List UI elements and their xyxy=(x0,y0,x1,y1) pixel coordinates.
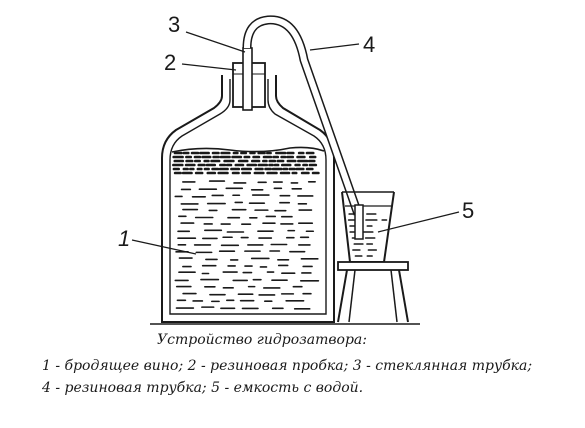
leader-5 xyxy=(377,211,460,233)
label-4: 4 xyxy=(363,32,375,57)
foam-surface xyxy=(171,146,325,153)
caption-line-2: 4 - резиновая трубка; 5 - емкость с водо… xyxy=(41,380,363,396)
label-3: 3 xyxy=(168,12,180,37)
leader-4 xyxy=(309,43,360,51)
leader-1 xyxy=(131,239,197,255)
stand xyxy=(337,261,409,323)
tube-end-in-water xyxy=(354,204,364,240)
leader-2 xyxy=(181,63,237,71)
leader-3 xyxy=(185,31,246,53)
bottle-outline xyxy=(161,75,335,323)
rubber-tube-inner xyxy=(244,16,361,215)
water-liquid xyxy=(345,205,391,257)
wine-liquid xyxy=(174,180,320,310)
label-1: 1 xyxy=(118,226,130,251)
glass-tube xyxy=(242,47,253,111)
label-2: 2 xyxy=(164,50,176,75)
bottle-inner-wall xyxy=(169,79,327,315)
caption-line-1: 1 - бродящее вино; 2 - резиновая пробка;… xyxy=(42,358,532,374)
foam-layer xyxy=(171,146,325,175)
caption-title: Устройство гидрозатвора: xyxy=(157,332,367,348)
label-5: 5 xyxy=(462,198,474,223)
